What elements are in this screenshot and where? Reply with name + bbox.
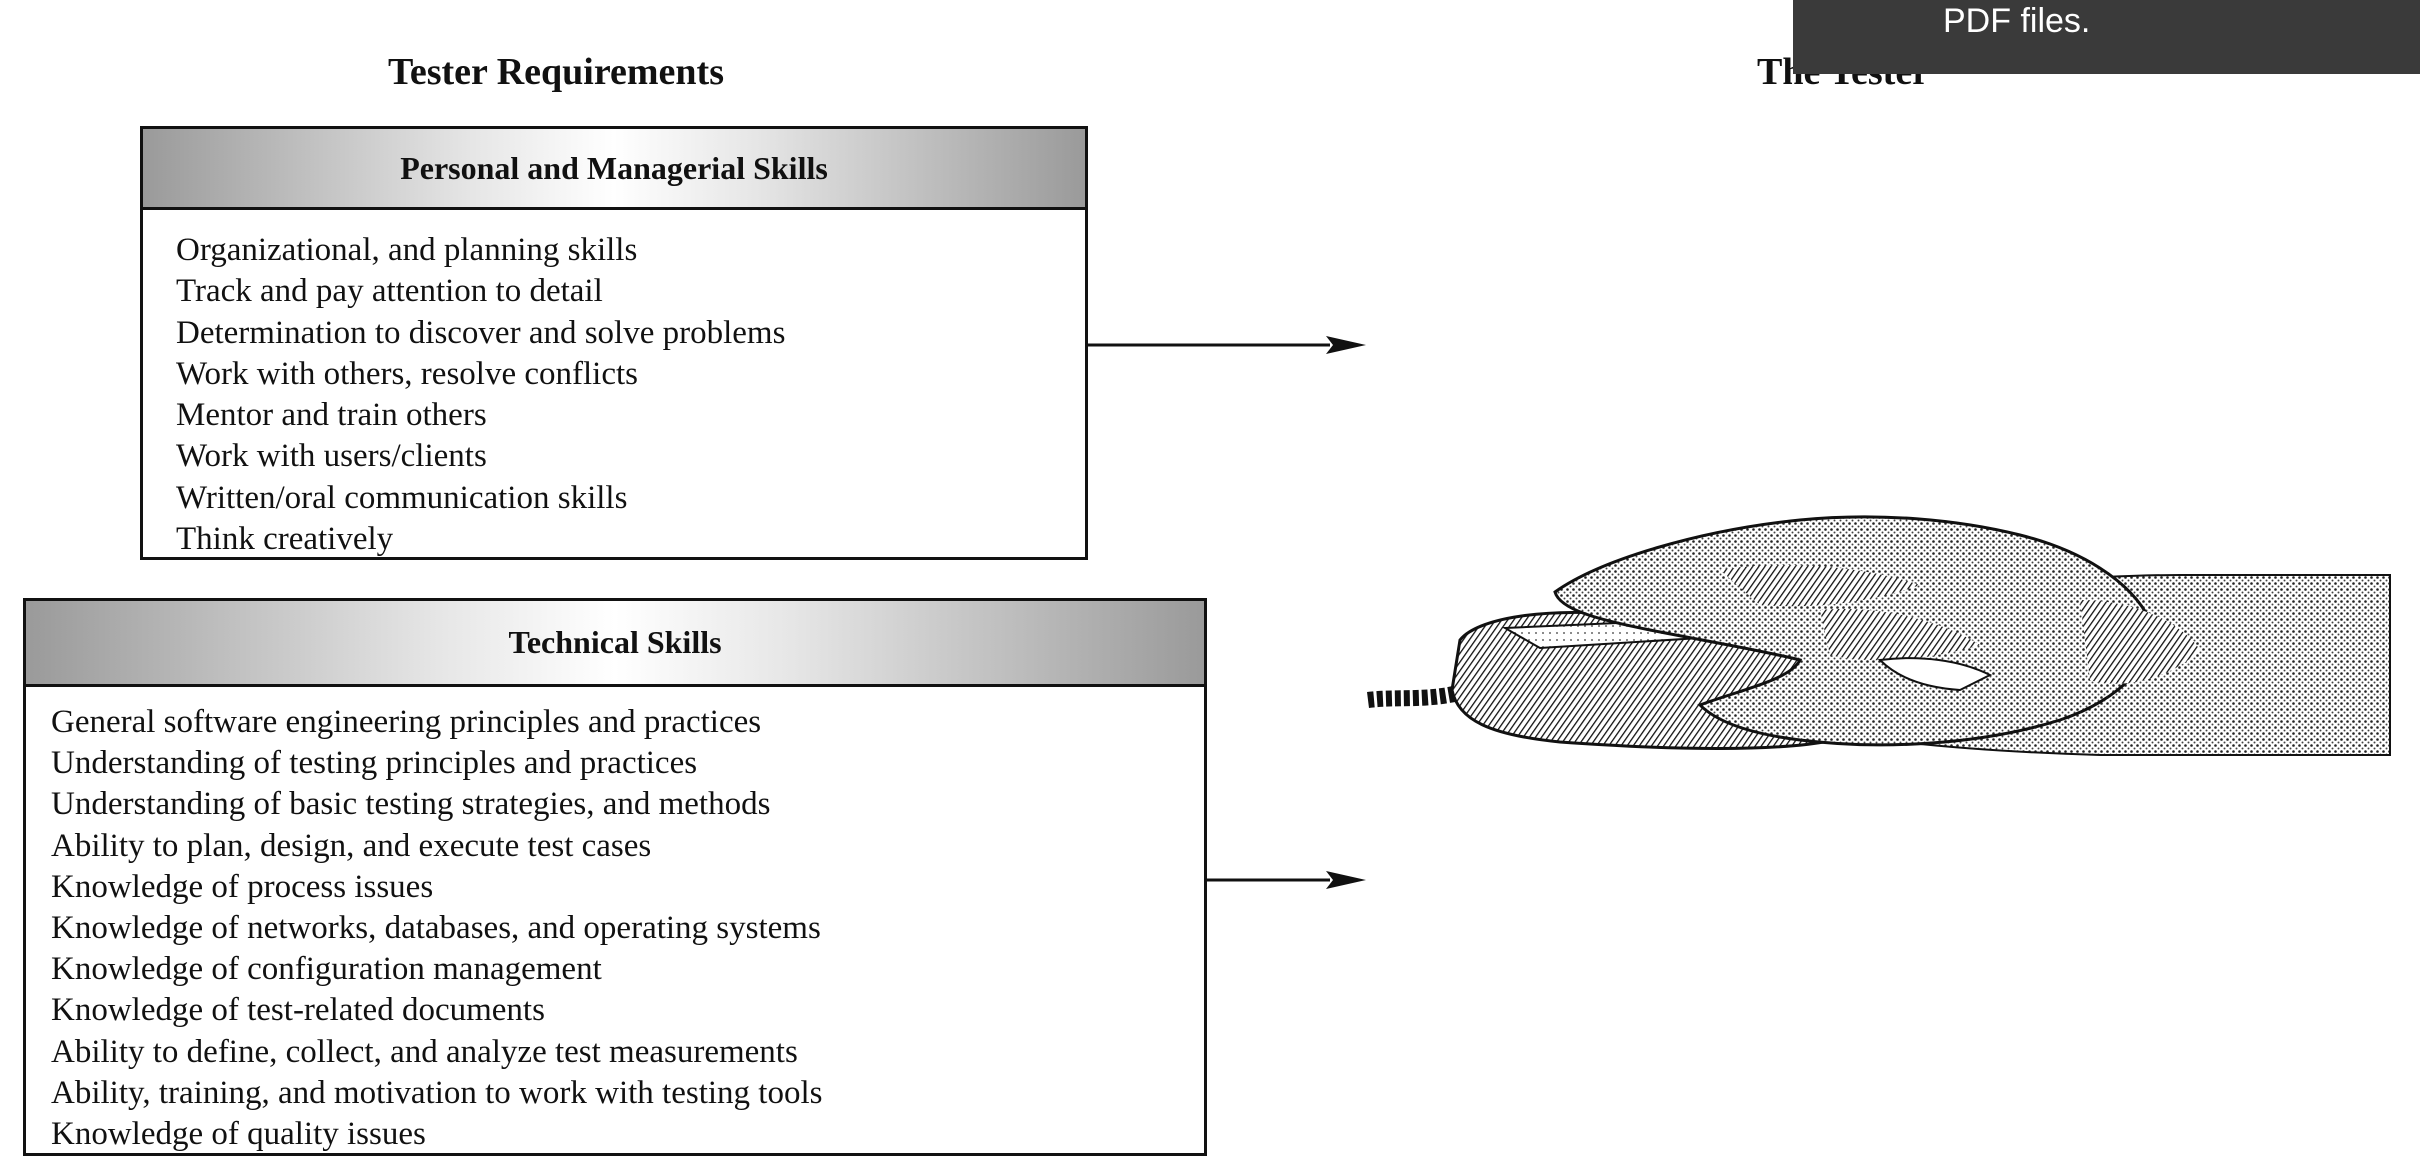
technical-skill-item: Knowledge of networks, databases, and op… [51,909,821,946]
technical-skills-list: General software engineering principles … [26,687,1204,1155]
personal-skill-item: Mentor and train others [176,397,487,434]
personal-skill-item: Track and pay attention to detail [176,273,603,310]
personal-skill-item: Organizational, and planning skills [176,232,638,268]
technical-skills-box: Technical Skills General software engine… [23,598,1207,1156]
personal-skill-item: Work with users/clients [176,438,487,475]
technical-skill-item: Knowledge of process issues [51,868,434,905]
technical-skill-item: Knowledge of test-related documents [51,992,545,1029]
personal-managerial-skills-box: Personal and Managerial Skills Organizat… [140,126,1088,560]
technical-skill-item: General software engineering principles … [51,704,762,740]
technical-skill-item: Understanding of testing principles and … [51,745,698,782]
technical-skill-item: Ability to plan, design, and execute tes… [51,827,652,864]
technical-skills-header: Technical Skills [26,601,1204,687]
technical-skill-item: Ability to define, collect, and analyze … [51,1033,798,1070]
tester-requirements-title: Tester Requirements [388,51,724,93]
arrow-technical-to-tester [1207,871,1366,889]
technical-skill-item: Understanding of basic testing strategie… [51,786,771,823]
pdf-toast-text: PDF files. [1943,2,2091,40]
personal-skills-list: Organizational, and planning skills Trac… [143,210,1085,560]
personal-skill-item: Written/oral communication skills [176,479,628,516]
personal-skill-item: Think creatively [176,521,394,558]
personal-skill-item: Work with others, resolve conflicts [176,355,638,392]
technical-skill-item: Knowledge of quality issues [51,1115,426,1152]
personal-managerial-skills-header: Personal and Managerial Skills [143,129,1085,210]
technical-skill-item: Ability, training, and motivation to wor… [51,1074,823,1111]
pdf-notification-toast: PDF files. [1793,0,2420,74]
arrow-personal-to-tester [1088,336,1366,354]
technical-skill-item: Knowledge of configuration management [51,951,602,988]
personal-skill-item: Determination to discover and solve prob… [176,314,786,351]
